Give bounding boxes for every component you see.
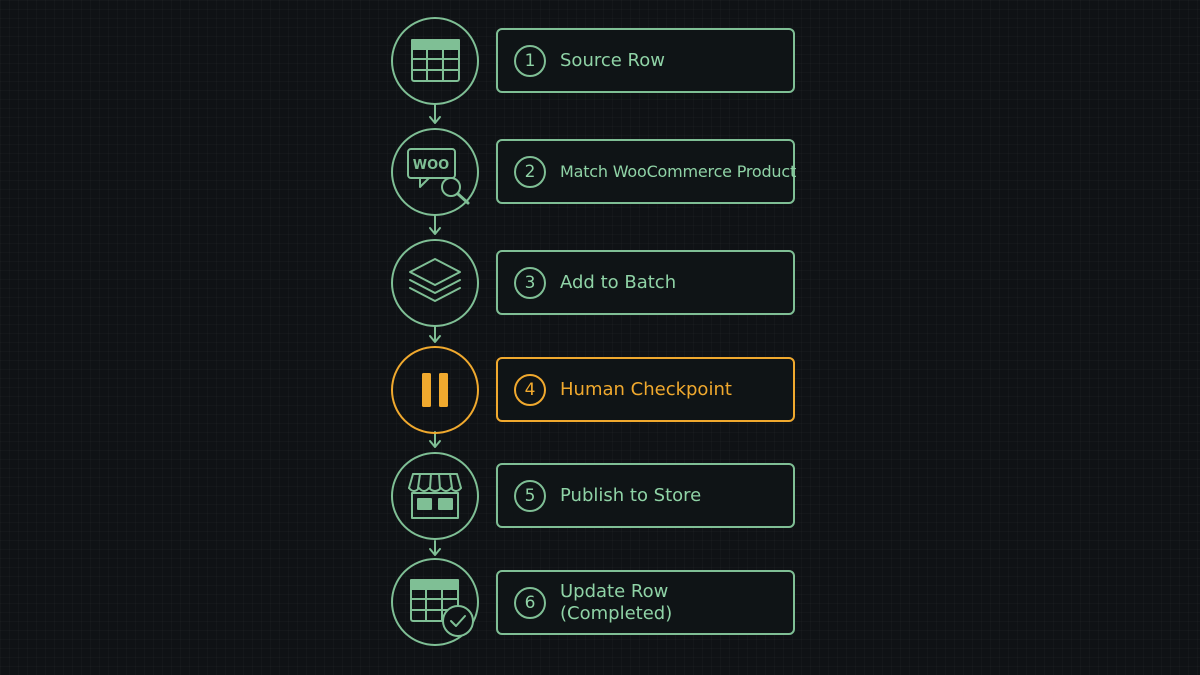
- step-number-badge: 2: [514, 155, 546, 188]
- step-number-badge: 5: [514, 479, 546, 512]
- step-box-5: 5 Publish to Store: [496, 463, 795, 528]
- step-label: Publish to Store: [560, 484, 702, 506]
- connector-3-4: [429, 325, 441, 343]
- spreadsheet-icon: [391, 17, 479, 105]
- connector-2-3: [429, 214, 441, 235]
- connector-1-2: [429, 103, 441, 124]
- step-box-4: 4 Human Checkpoint: [496, 357, 795, 422]
- step-box-2: 2 Match WooCommerce Product: [496, 139, 797, 204]
- step-box-3: 3 Add to Batch: [496, 250, 795, 315]
- step-label: Match WooCommerce Product: [560, 161, 797, 181]
- woo-search-icon: WOO: [391, 128, 479, 216]
- connector-4-5: [429, 431, 441, 448]
- connector-5-6: [429, 540, 441, 556]
- step-number-badge: 4: [514, 373, 546, 406]
- storefront-icon: [391, 452, 479, 540]
- step-label: Human Checkpoint: [560, 378, 732, 400]
- layers-icon: [391, 239, 479, 327]
- step-box-1: 1 Source Row: [496, 28, 795, 93]
- step-number-badge: 1: [514, 44, 546, 77]
- step-label: Add to Batch: [560, 271, 677, 293]
- step-number-badge: 6: [514, 586, 546, 619]
- step-label: Source Row: [560, 49, 665, 71]
- step-box-6: 6 Update Row (Completed): [496, 570, 795, 635]
- step-label: Update Row (Completed): [560, 581, 785, 625]
- step-label-line-1: Update Row: [560, 580, 669, 602]
- pause-icon: [391, 346, 479, 434]
- step-label-line-2: (Completed): [560, 602, 673, 624]
- spreadsheet-check-icon: [391, 558, 479, 646]
- woo-icon-text: WOO: [413, 158, 449, 173]
- step-number-badge: 3: [514, 266, 546, 299]
